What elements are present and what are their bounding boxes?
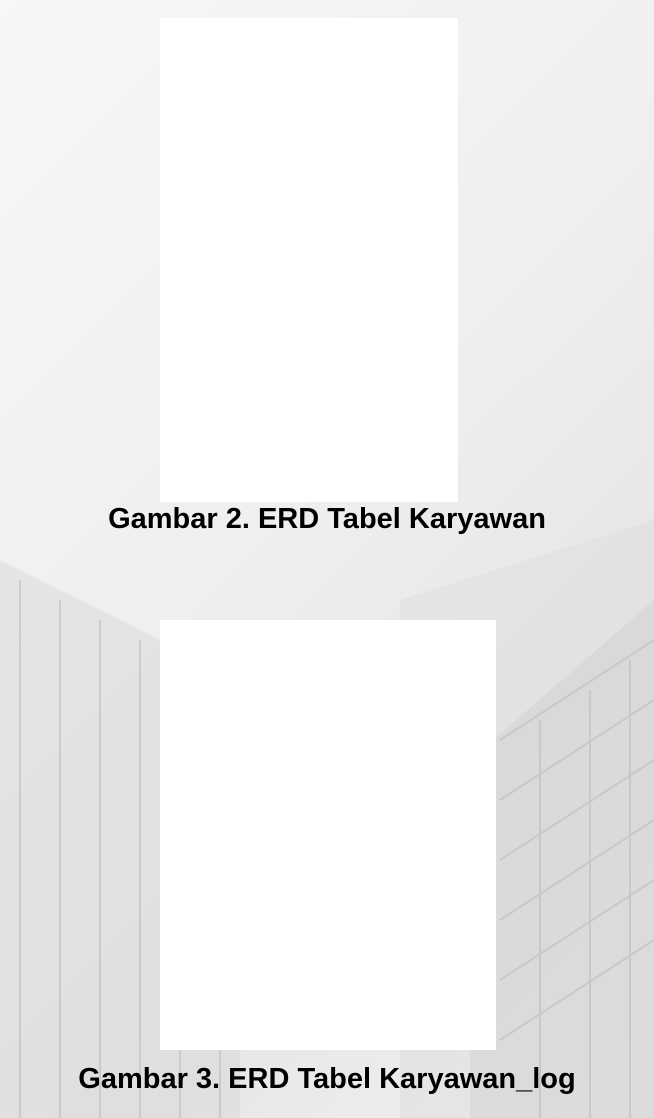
figure-1-card — [160, 18, 458, 502]
figure-caption: Gambar 2. ERD Tabel Karyawan — [108, 503, 546, 535]
figure-caption: Gambar 3. ERD Tabel Karyawan_log — [78, 1063, 576, 1095]
figure-2-card — [160, 620, 496, 1050]
